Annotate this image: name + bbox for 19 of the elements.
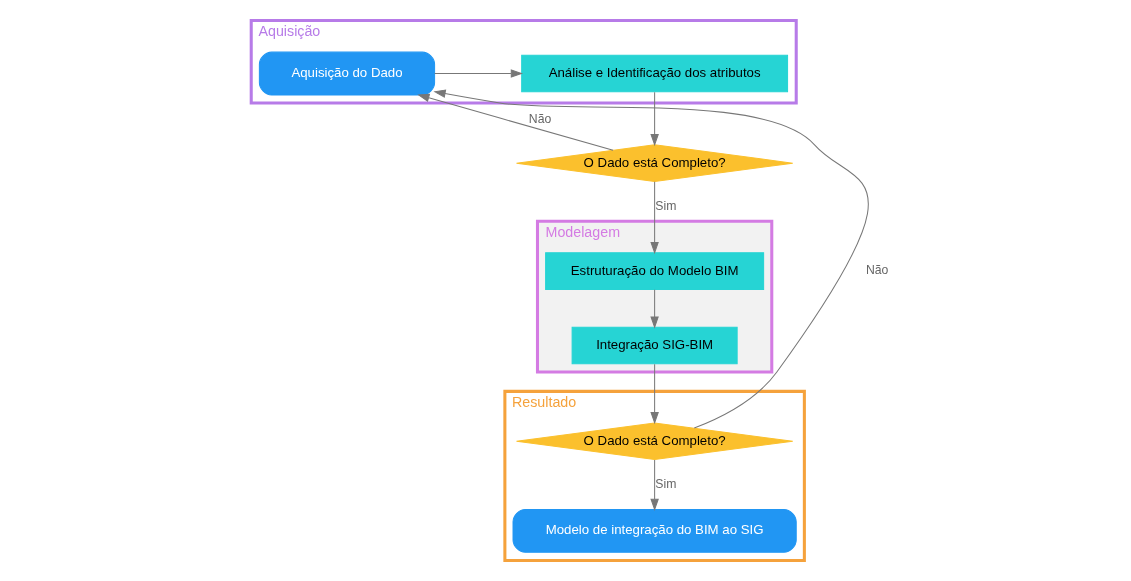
node-box: Integração SIG-BIM: [571, 326, 738, 365]
node-box: Modelo de integração do BIM ao SIG: [512, 509, 797, 553]
arrow: [649, 91, 659, 147]
node-diamond: O Dado está Completo?: [515, 144, 793, 182]
node-box: Análise e Identificação dos atributos: [520, 54, 788, 93]
node-box: Aquisição do Dado: [258, 51, 435, 96]
arrow: [416, 93, 614, 151]
edge-label: Sim: [654, 198, 676, 213]
node-box: Estruturação do Modelo BIM: [544, 252, 764, 290]
arrow: [432, 89, 868, 429]
arrow: [649, 459, 659, 511]
edge-label: Não: [865, 263, 888, 278]
arrow: [649, 363, 659, 425]
node-diamond: O Dado está Completo?: [515, 422, 793, 461]
edge-label: Sim: [654, 476, 676, 491]
arrow: [649, 289, 659, 329]
arrow: [649, 181, 659, 255]
edge-label: Não: [528, 112, 551, 127]
arrow: [433, 69, 523, 78]
